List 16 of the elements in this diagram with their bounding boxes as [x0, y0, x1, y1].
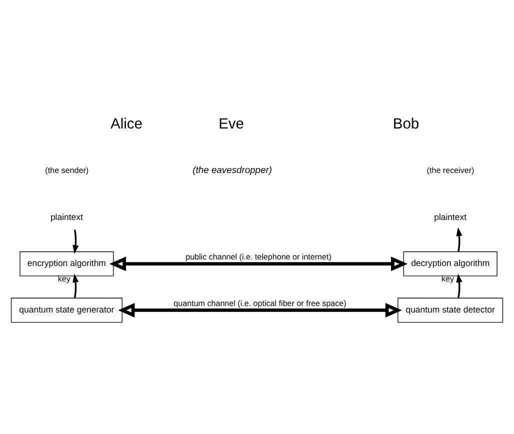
arrow [456, 273, 462, 298]
arrow [109, 256, 408, 271]
arrow [72, 229, 79, 254]
arrow [118, 302, 402, 317]
node-box: encryption algorithm [20, 250, 114, 276]
label: Alice [110, 116, 142, 132]
label: (the eavesdropper) [192, 163, 272, 174]
node-text: plaintext [434, 211, 467, 222]
node-box: quantum state detector [398, 297, 504, 322]
label: Eve [218, 116, 244, 132]
node-box: quantum state generator [10, 297, 122, 322]
node-text: plaintext [50, 211, 83, 222]
node-box: decryption algorithm [403, 250, 498, 276]
label: Bob [392, 116, 420, 132]
arrow [72, 273, 79, 298]
arrow [456, 226, 462, 252]
